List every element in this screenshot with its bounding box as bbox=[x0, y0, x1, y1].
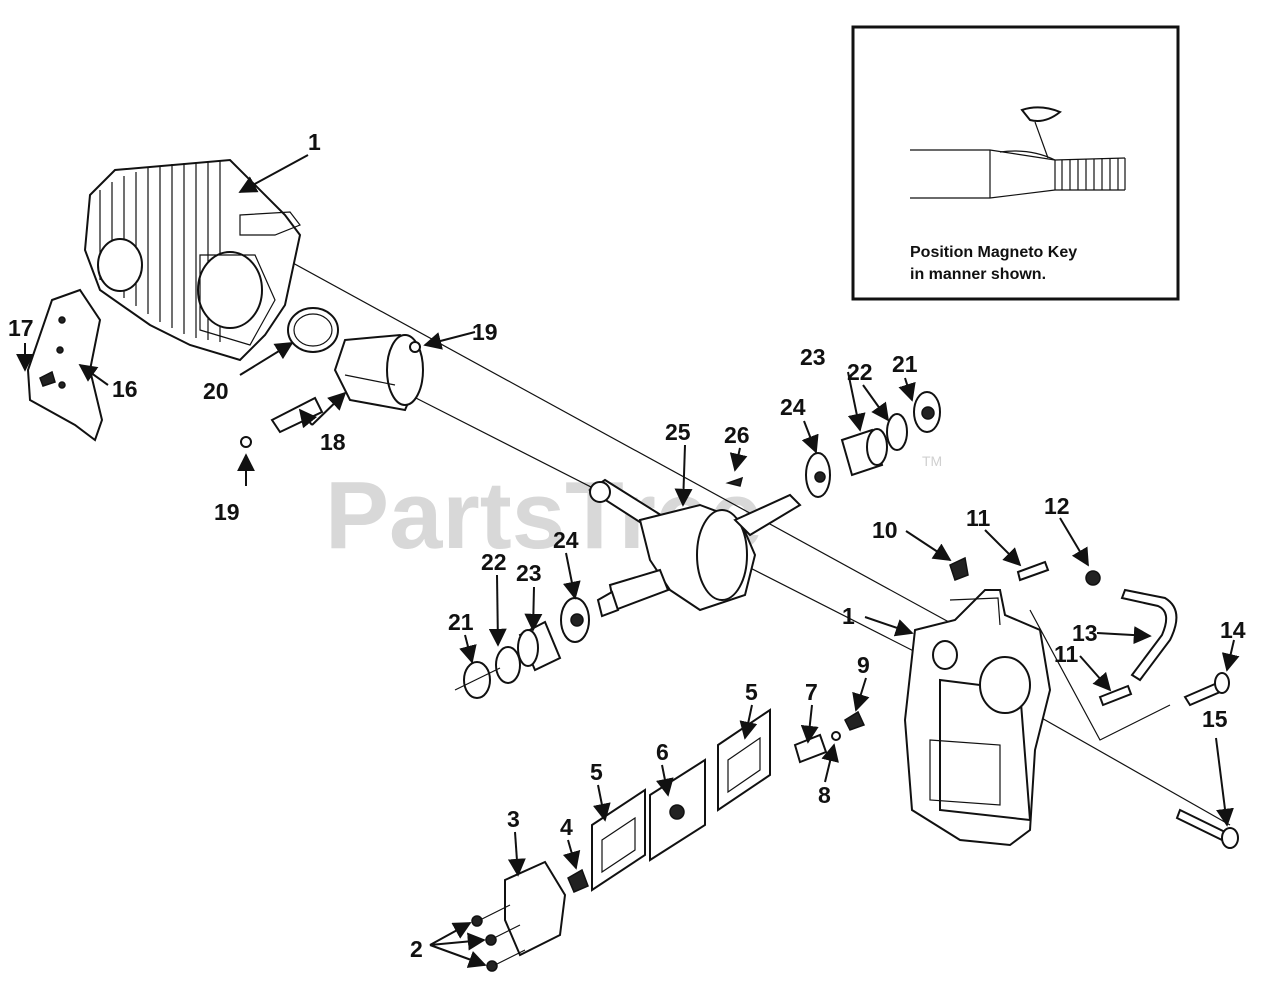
callout-24-left: 24 bbox=[553, 527, 579, 553]
clip-19-lower bbox=[240, 436, 252, 448]
gasket-5-upper-part bbox=[717, 708, 771, 812]
callout-1-crankcase: 1 bbox=[842, 603, 855, 629]
pin-11-upper-part bbox=[1016, 560, 1050, 582]
callout-11-upper: 11 bbox=[966, 505, 991, 531]
callout-18: 18 bbox=[320, 429, 346, 455]
wrist-pin-part bbox=[270, 396, 324, 434]
callout-23-left: 23 bbox=[516, 560, 542, 586]
callout-1-cylinder: 1 bbox=[308, 129, 321, 155]
callout-19-upper: 19 bbox=[472, 319, 498, 345]
callout-13: 13 bbox=[1072, 620, 1098, 646]
callout-22-left: 22 bbox=[481, 549, 507, 575]
callout-7: 7 bbox=[805, 679, 818, 705]
pin-11-lower-part bbox=[1098, 684, 1133, 707]
callout-11-lower: 11 bbox=[1054, 641, 1079, 667]
callout-25: 25 bbox=[665, 419, 691, 445]
callout-6: 6 bbox=[656, 739, 669, 765]
fitting-10-part bbox=[949, 556, 969, 581]
cover-3-part bbox=[504, 860, 567, 957]
callout-labels: 1 17 16 20 19 18 19 25 26 24 23 22 21 24… bbox=[8, 129, 1246, 962]
valve-4-part bbox=[567, 868, 589, 893]
callout-5-upper: 5 bbox=[745, 679, 758, 705]
callout-8: 8 bbox=[818, 782, 831, 808]
screw-2-c bbox=[486, 960, 498, 972]
screw-17-part bbox=[39, 370, 56, 387]
fitting-12-part bbox=[1085, 570, 1101, 586]
fuel-line-13-part bbox=[1120, 588, 1178, 682]
ball-8-part bbox=[831, 731, 841, 741]
cylinder-alignment-line bbox=[259, 244, 1001, 651]
cylinder-part bbox=[83, 158, 302, 362]
callout-17: 17 bbox=[8, 315, 34, 341]
gasket-5-lower-part bbox=[591, 788, 646, 892]
magneto-key-inset: Position Magneto Key in manner shown. bbox=[851, 25, 1180, 301]
callout-21-left: 21 bbox=[448, 609, 474, 635]
mounting-plate-part bbox=[26, 288, 104, 442]
spring-7-part bbox=[793, 733, 828, 764]
screw-2-a bbox=[471, 915, 483, 927]
callout-4: 4 bbox=[560, 814, 573, 840]
callout-2: 2 bbox=[410, 936, 423, 962]
callout-14: 14 bbox=[1220, 617, 1246, 643]
piston-ring-part bbox=[287, 307, 339, 353]
inset-caption-line2: in manner shown. bbox=[910, 266, 1046, 283]
callout-5-lower: 5 bbox=[590, 759, 603, 785]
callout-20: 20 bbox=[203, 378, 229, 404]
callout-3: 3 bbox=[507, 806, 520, 832]
inset-caption-line1: Position Magneto Key bbox=[910, 244, 1077, 261]
callout-12: 12 bbox=[1044, 493, 1070, 519]
screw-2-b bbox=[485, 934, 497, 946]
crankshaft-part bbox=[588, 478, 802, 618]
watermark-trademark: TM bbox=[922, 453, 942, 469]
fitting-9-part bbox=[844, 710, 866, 731]
callout-19-lower: 19 bbox=[214, 499, 240, 525]
bearing-set-left bbox=[454, 597, 590, 699]
callout-15: 15 bbox=[1202, 706, 1228, 732]
bearing-set-right bbox=[805, 391, 941, 498]
callout-26: 26 bbox=[724, 422, 750, 448]
callout-23-right: 23 bbox=[800, 344, 826, 370]
crankcase-part bbox=[903, 589, 1052, 847]
callout-9: 9 bbox=[857, 652, 870, 678]
bolt-alignment-line bbox=[1009, 699, 1231, 826]
bolt-15-part bbox=[1175, 808, 1227, 842]
callout-24-right: 24 bbox=[780, 394, 806, 420]
key-26-part bbox=[725, 476, 744, 487]
callout-22-right: 22 bbox=[847, 359, 873, 385]
bracket-alignment-line bbox=[1029, 609, 1171, 741]
clip-19-upper bbox=[409, 341, 421, 353]
leader-lines bbox=[16, 154, 1240, 968]
callout-16: 16 bbox=[112, 376, 138, 402]
callout-10: 10 bbox=[872, 517, 898, 543]
callout-21-right: 21 bbox=[892, 351, 918, 377]
